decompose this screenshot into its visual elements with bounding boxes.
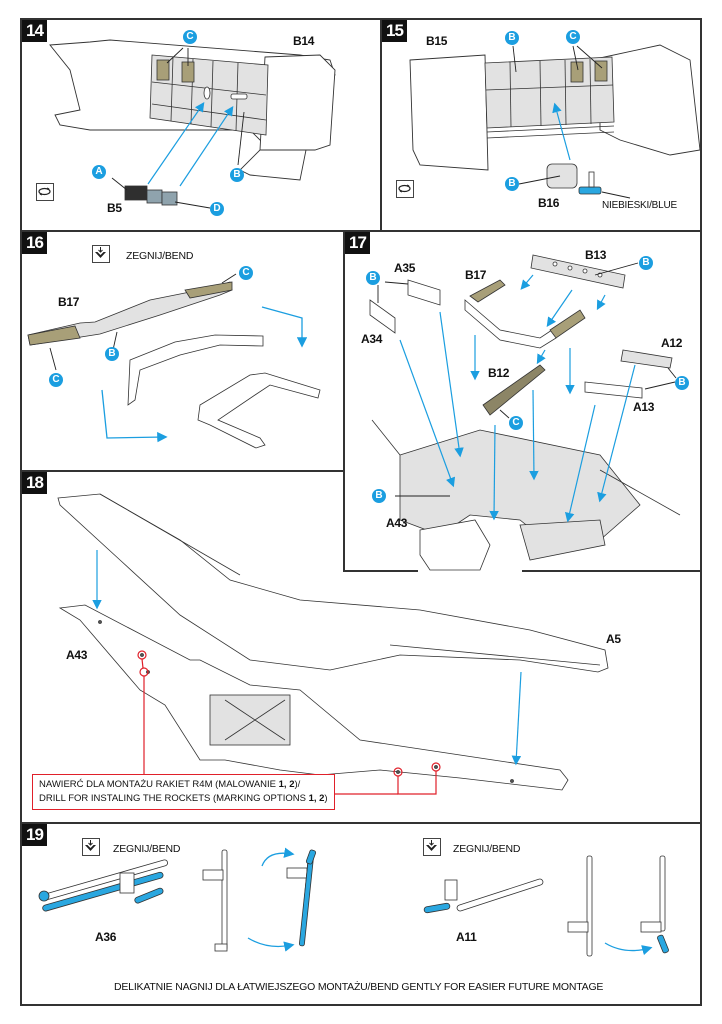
step-18-right-edge	[700, 570, 702, 824]
step-15-bay-panel	[484, 56, 615, 139]
part-label-a13: A13	[633, 400, 655, 414]
step-14-arrows	[147, 102, 234, 187]
step-18-arrows	[92, 550, 522, 766]
flip-over-icon	[36, 183, 54, 201]
step-19-panel	[20, 822, 702, 1006]
gentle-bend-footer-note: DELIKATNIE NAGNIJ DLA ŁATWIEJSZEGO MONTA…	[114, 981, 604, 993]
badge-b: B	[105, 347, 119, 361]
step-15-arrow	[552, 102, 571, 161]
badge-c: C	[239, 266, 253, 280]
badge-b: B	[230, 168, 244, 182]
step-19-a36-part	[38, 859, 168, 912]
badge-b: B	[505, 177, 519, 191]
step-16-b17-straight-part	[27, 281, 233, 346]
step-17-b13-part	[530, 254, 626, 289]
step-15-leaders	[512, 45, 631, 199]
step-16-arrows	[101, 306, 308, 443]
color-note-blue: NIEBIESKI/BLUE	[602, 200, 678, 211]
bend-instruction-label: ZEGNIJ/BEND	[113, 843, 181, 855]
bend-instruction-label: ZEGNIJ/BEND	[453, 843, 521, 855]
step-19-a36-side-view-before	[202, 849, 228, 952]
badge-d: D	[210, 202, 224, 216]
bend-icon	[423, 838, 441, 856]
drill-note-line-1: NAWIERĆ DLA MONTAŻU RAKIET R4M (MALOWANI…	[39, 779, 301, 790]
badge-c: C	[566, 30, 580, 44]
step-number-15: 15	[382, 20, 407, 42]
step-16-b17-bent	[197, 372, 321, 449]
bend-icon	[92, 245, 110, 263]
step-14-bay-panel	[149, 54, 269, 136]
part-label-a36: A36	[95, 930, 117, 944]
part-label-b15: B15	[426, 34, 448, 48]
step-19-a36-bend-arrows	[247, 847, 295, 952]
step-17-a43-wing-center	[371, 419, 681, 571]
step-17-a35-part	[407, 279, 441, 306]
drill-note-callout: NAWIERĆ DLA MONTAŻU RAKIET R4M (MALOWANI…	[32, 774, 335, 810]
step-18-top-edge	[20, 470, 345, 472]
badge-b: B	[366, 271, 380, 285]
step-16-b17-half-bent	[127, 334, 264, 406]
flip-over-icon	[396, 180, 414, 198]
step-17-panel	[343, 230, 702, 572]
step-17-a34-part	[369, 299, 396, 334]
part-label-a43: A43	[386, 516, 408, 530]
step-18-a43-wing-lower	[58, 604, 569, 791]
step-17-b12-part	[482, 364, 546, 416]
step-number-18: 18	[22, 472, 47, 494]
part-label-b16: B16	[538, 196, 560, 210]
step-17-leaders	[377, 262, 677, 497]
step-number-14: 14	[22, 20, 47, 42]
badge-c: C	[183, 30, 197, 44]
badge-b: B	[639, 256, 653, 270]
part-label-b17: B17	[465, 268, 487, 282]
step-19-a11-part	[423, 878, 544, 914]
step-17-bottom-edge-left	[345, 570, 418, 572]
badge-b: B	[372, 489, 386, 503]
step-15-b16-part	[546, 163, 602, 195]
part-label-a11: A11	[456, 930, 477, 944]
step-19-a36-side-view-after	[286, 849, 317, 947]
badge-b: B	[505, 31, 519, 45]
step-number-19: 19	[22, 824, 47, 846]
part-label-a5: A5	[606, 632, 621, 646]
step-19-a11-side-view-after	[640, 855, 669, 954]
step-17-b17-part	[464, 279, 586, 349]
step-number-16: 16	[22, 232, 47, 254]
drill-note-line-2: DRILL FOR INSTALING THE ROCKETS (MARKING…	[39, 793, 328, 804]
part-label-b5: B5	[107, 201, 122, 215]
part-label-a34: A34	[361, 332, 383, 346]
step-17-bottom-edge-right	[522, 570, 702, 572]
badge-c: C	[49, 373, 63, 387]
badge-b: B	[675, 376, 689, 390]
badge-c: C	[509, 416, 523, 430]
badge-a: A	[92, 165, 106, 179]
part-label-a35: A35	[394, 261, 416, 275]
step-17-arrows	[399, 274, 636, 523]
part-label-b14: B14	[293, 34, 315, 48]
step-18-a5-wing-upper	[57, 493, 609, 673]
step-14-b5-part	[124, 185, 178, 206]
step-19-a11-side-view-before	[567, 855, 593, 957]
step-19-a11-bend-arrow	[604, 942, 653, 956]
part-label-b12: B12	[488, 366, 510, 380]
step-15-fuselage-part	[409, 44, 701, 171]
step-17-a12-part	[620, 349, 673, 369]
part-label-b17: B17	[58, 295, 80, 309]
bend-instruction-label: ZEGNIJ/BEND	[126, 250, 194, 262]
part-label-a43: A43	[66, 648, 88, 662]
step-14-leaders	[111, 47, 245, 209]
part-label-b13: B13	[585, 248, 607, 262]
step-number-17: 17	[345, 232, 370, 254]
bend-icon	[82, 838, 100, 856]
step-17-a13-part	[584, 381, 643, 399]
part-label-a12: A12	[661, 336, 683, 350]
